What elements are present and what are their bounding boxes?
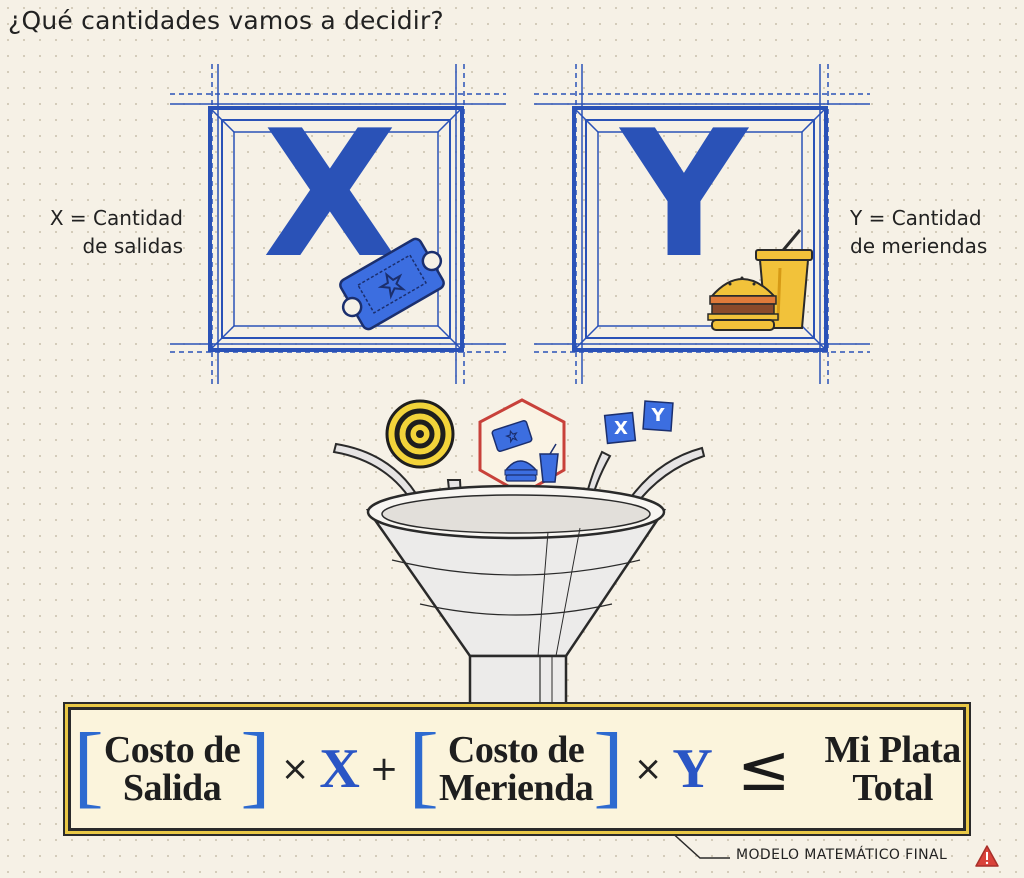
term1-line2: Salida (122, 767, 222, 809)
y-label-line2: de meriendas (850, 234, 988, 258)
term1-line1: Costo de (103, 729, 241, 771)
x-frame-blueprint (170, 64, 506, 384)
y-variable-label: Y = Cantidad de meriendas (850, 204, 1020, 260)
xy-badges (603, 400, 674, 445)
equation-x: X (319, 738, 360, 800)
x-variable-frame: X (170, 64, 506, 384)
times-operator: × (280, 749, 310, 789)
cost-salida-group: [ Costo de Salida ] (73, 719, 271, 811)
hexagon-combo-icon (478, 398, 566, 496)
times-operator: × (633, 749, 663, 789)
warning-icon (975, 845, 999, 867)
left-bracket: [ (73, 714, 104, 816)
y-frame-blueprint (534, 64, 870, 384)
x-label-line1: X = Cantidad (49, 206, 183, 230)
x-variable-label: X = Cantidad de salidas (28, 204, 183, 260)
badge-x-letter: X (614, 418, 628, 439)
total-line2: Total (852, 767, 933, 809)
cost-salida-term: Costo de Salida (103, 729, 241, 809)
equation-row: [ Costo de Salida ] × X + [ Costo de Mer… (73, 719, 961, 811)
x-big-letter: X (262, 94, 398, 297)
equation-y: Y (672, 738, 713, 800)
badge-y-letter: Y (651, 405, 665, 426)
funnel-icon (365, 484, 667, 720)
cost-merienda-term: Costo de Merienda (438, 729, 594, 809)
plus-operator: + (369, 749, 399, 789)
equation-box: [ Costo de Salida ] × X + [ Costo de Mer… (68, 707, 966, 831)
ticket-icon (339, 237, 445, 331)
y-variable-frame: Y (534, 64, 870, 384)
target-icon (385, 399, 455, 469)
right-bracket: ] (593, 714, 624, 816)
left-bracket: [ (408, 714, 439, 816)
total-money-term: Mi Plata Total (824, 729, 961, 809)
leq-operator: ≤ (736, 732, 791, 806)
y-big-letter: Y (620, 94, 748, 297)
page-title: ¿Qué cantidades vamos a decidir? (8, 6, 444, 35)
y-label-line1: Y = Cantidad (850, 206, 982, 230)
right-bracket: ] (240, 714, 271, 816)
model-label: MODELO MATEMÁTICO FINAL (736, 847, 948, 863)
burger-drink-icon (707, 229, 813, 331)
cost-merienda-group: [ Costo de Merienda ] (408, 719, 624, 811)
x-label-line2: de salidas (82, 234, 183, 258)
term2-line1: Costo de (447, 729, 585, 771)
burger-icon (707, 276, 779, 331)
term2-line2: Merienda (438, 767, 594, 809)
total-line1: Mi Plata (824, 729, 961, 771)
